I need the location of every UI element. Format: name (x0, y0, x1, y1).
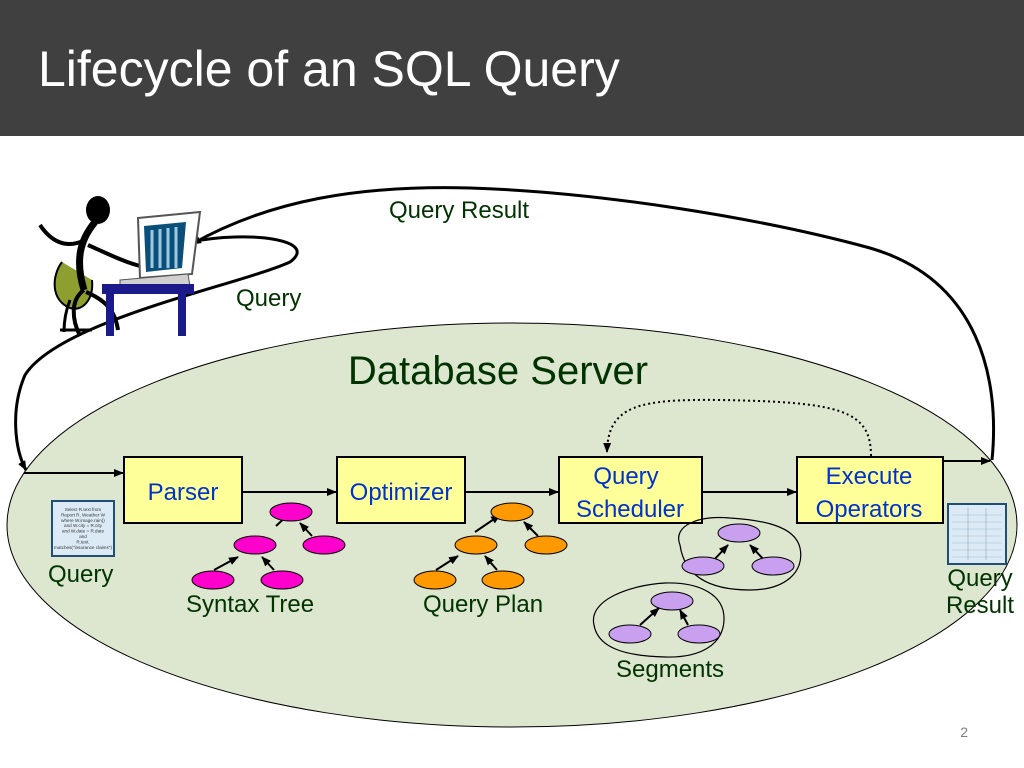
slide-title: Lifecycle of an SQL Query (38, 41, 620, 97)
database-server-label: Database Server (348, 349, 648, 393)
segment-outline (592, 582, 725, 658)
query-plan-tree (413, 502, 568, 590)
sql-snippet-line: Select R.text from (65, 507, 102, 512)
query-result-flow-arrow (191, 186, 996, 461)
query-plan-node (524, 535, 568, 555)
segment-node (650, 591, 694, 611)
parser-box (123, 456, 243, 524)
segment-node (677, 624, 721, 644)
parser-label: Parser (148, 479, 219, 506)
sql-snippet-line: and (79, 534, 87, 539)
sql-snippet-line: Report R, Weather W (61, 512, 105, 517)
sql-snippet-line: matches("insurance claims") (54, 545, 112, 550)
sql-snippet-line: where W.image.rain() (61, 518, 105, 523)
optimizer-box (336, 456, 466, 524)
execute-operators-label-line2: Operators (816, 496, 923, 523)
input-query-label: Query (48, 561, 113, 588)
query-scheduler-label-line2: Scheduler (576, 496, 684, 523)
title-bar (0, 0, 1024, 136)
query-result-output-label-line1: Query (947, 565, 1012, 592)
segments-label: Segments (616, 656, 724, 683)
segment-node (751, 556, 795, 576)
query-flow-label: Query (236, 285, 301, 312)
query-scheduler-box (558, 456, 703, 524)
optimizer-label: Optimizer (350, 479, 453, 506)
query-result-output-label-line2: Result (946, 592, 1014, 619)
syntax-tree (191, 502, 346, 590)
query-plan-node (413, 570, 457, 590)
syntax-tree-node (260, 570, 304, 590)
segment-node (608, 624, 652, 644)
page-number: 2 (960, 724, 968, 740)
database-server-region (6, 322, 1018, 728)
syntax-tree-node (233, 535, 277, 555)
syntax-tree-node (302, 535, 346, 555)
syntax-tree-node (269, 502, 313, 522)
execute-operators-box (796, 456, 944, 524)
segment-outline (678, 516, 802, 591)
sql-snippet-line: and W.city = R.city (64, 523, 103, 528)
segment-group-upper (678, 516, 802, 591)
segment-node (681, 556, 725, 576)
segment-group-lower (592, 582, 725, 658)
query-plan-node (481, 570, 525, 590)
execute-operators-label-line1: Execute (826, 463, 913, 490)
query-result-flow-label: Query Result (389, 197, 529, 224)
segment-node (717, 523, 761, 543)
query-scheduler-label-line1: Query (593, 463, 658, 490)
user-at-computer-icon (38, 196, 202, 337)
syntax-tree-node (191, 570, 235, 590)
sql-snippet-line: R.text. (76, 539, 89, 544)
query-result-document-icon (947, 503, 1007, 565)
query-plan-label: Query Plan (423, 591, 543, 618)
query-plan-node (454, 535, 498, 555)
sql-snippet-line: and W.date = R.date (62, 529, 104, 534)
syntax-tree-label: Syntax Tree (186, 591, 314, 618)
query-plan-node (490, 502, 534, 522)
